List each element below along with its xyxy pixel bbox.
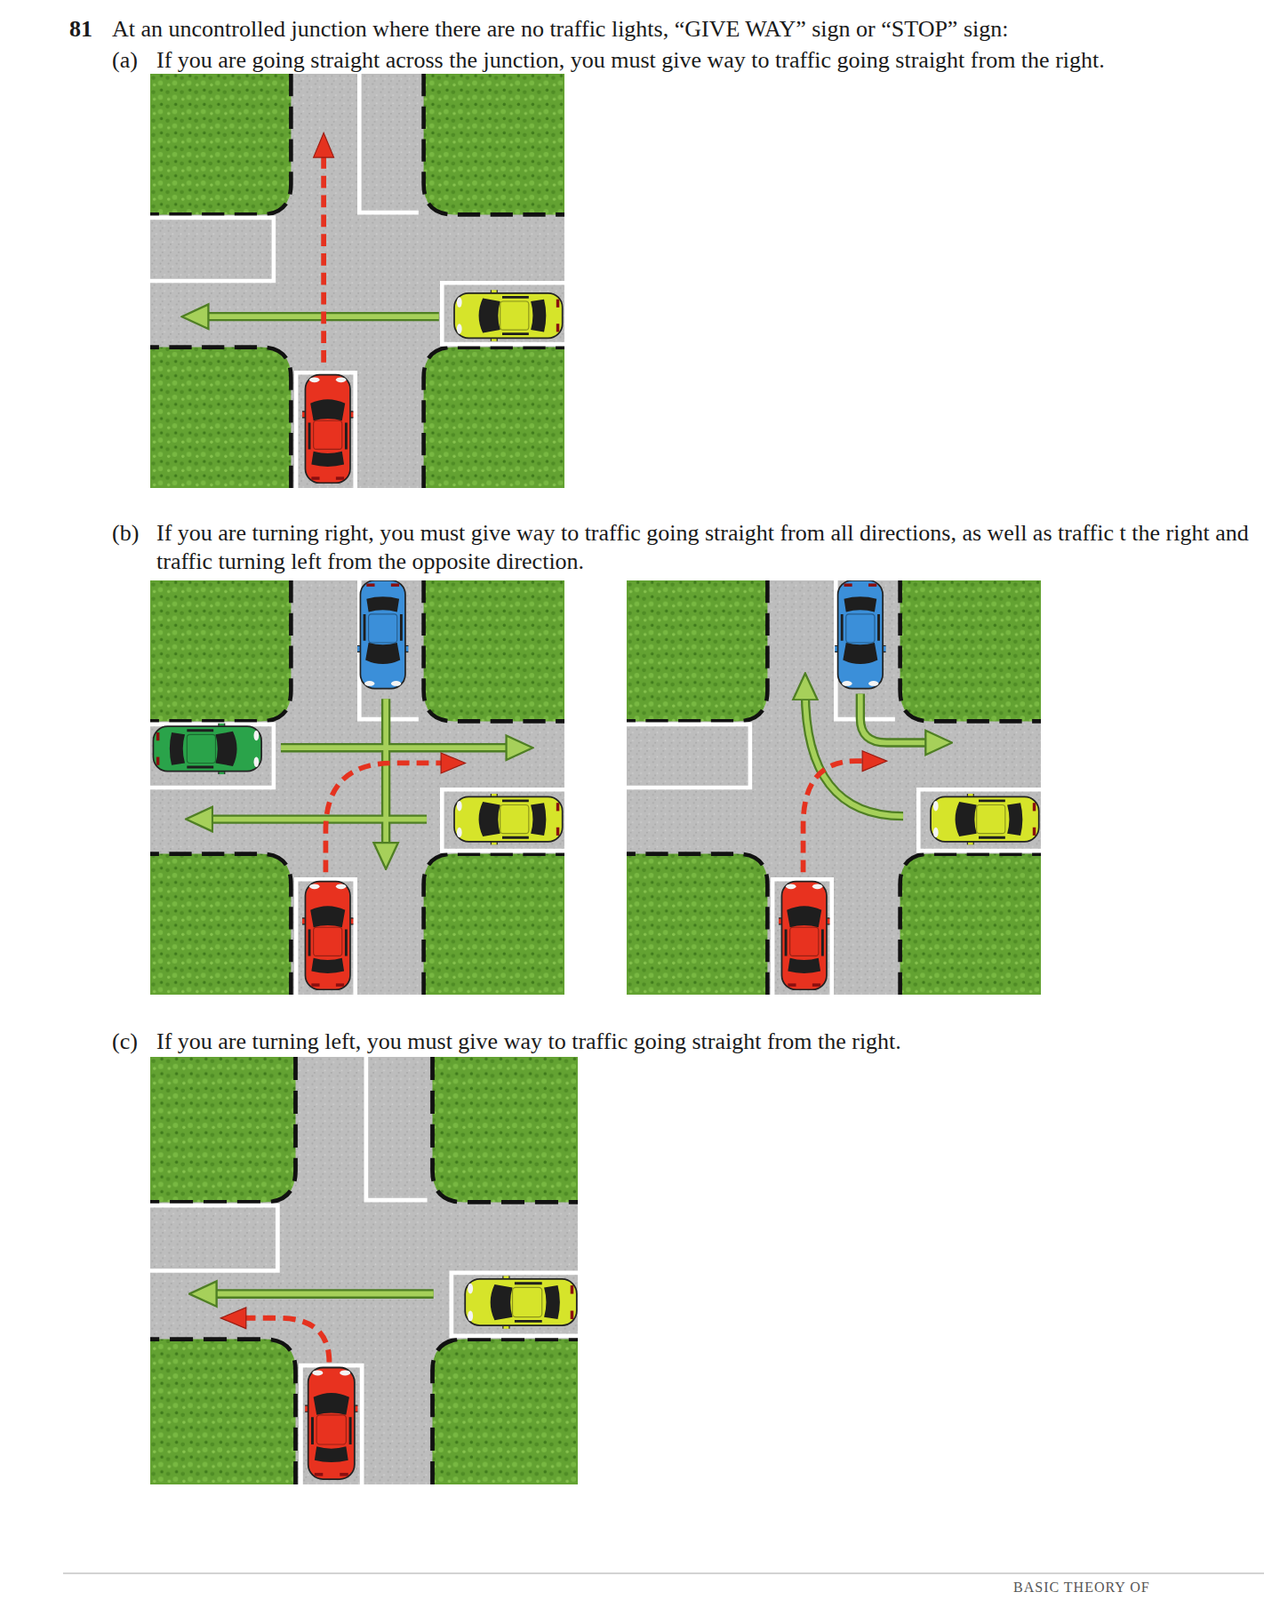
junction-illustration xyxy=(150,580,565,995)
junction-illustration xyxy=(626,580,1041,995)
sub-item-letter: (c) xyxy=(112,1027,155,1056)
sub-item-letter: (a) xyxy=(112,46,155,75)
rule-text: If you are going straight across the jun… xyxy=(156,46,1257,75)
rule-text: If you are turning left, you must give w… xyxy=(156,1027,1257,1056)
item-number: 81 xyxy=(69,15,111,44)
junction-illustration xyxy=(150,73,565,488)
rule-text: If you are turning right, you must give … xyxy=(156,519,1257,576)
junction-illustration xyxy=(150,1056,578,1485)
item-heading: At an uncontrolled junction where there … xyxy=(112,15,1256,44)
footer-text: BASIC THEORY OF xyxy=(1013,1578,1254,1597)
sub-item-letter: (b) xyxy=(112,519,155,548)
